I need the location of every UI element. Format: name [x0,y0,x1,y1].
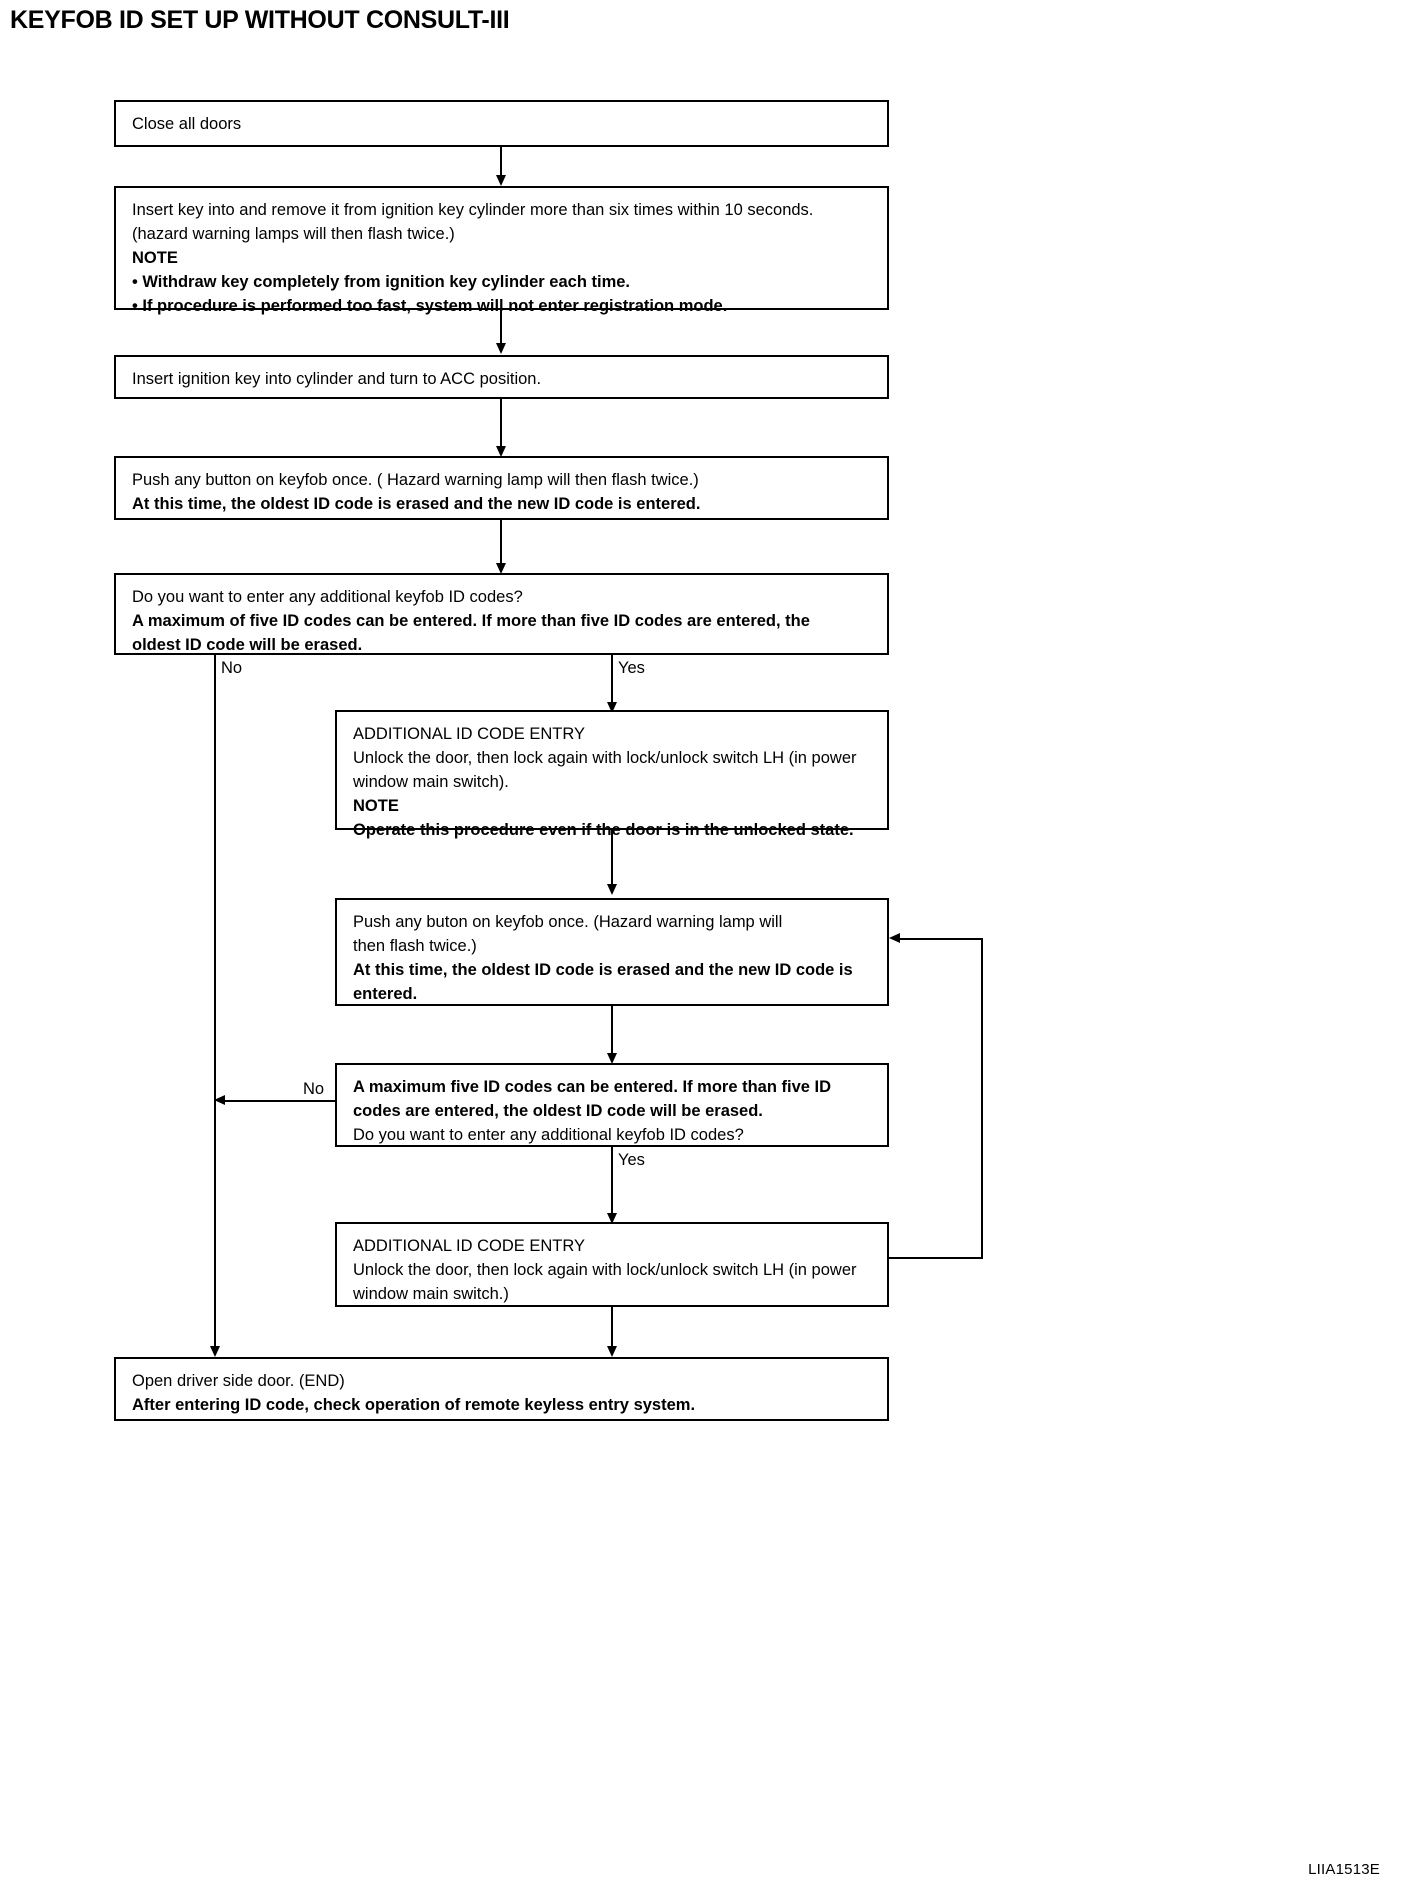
node-line: codes are entered, the oldest ID code wi… [353,1102,763,1120]
node-line-bullet: • If procedure is performed too fast, sy… [132,297,728,315]
node-decision-first: Do you want to enter any additional keyf… [114,573,889,655]
node-line: Insert ignition key into cylinder and tu… [132,370,542,388]
branch-yes-arrow-icon-second [607,1213,617,1224]
node-line: Push any button on keyfob once. ( Hazard… [132,471,699,489]
node-line: Do you want to enter any additional keyf… [132,588,523,606]
node-push-button-second: Push any buton on keyfob once. (Hazard w… [335,898,889,1006]
loopback-line-top [895,938,983,940]
connector-line [500,310,502,348]
branch-no-line [214,655,216,1351]
node-line: (hazard warning lamps will then flash tw… [132,225,455,243]
branch-yes-arrow-icon [607,702,617,713]
branch-yes-line-second [611,1147,613,1220]
node-line: window main switch.) [353,1285,509,1303]
node-line-heading: ADDITIONAL ID CODE ENTRY [353,1237,585,1255]
branch-label-no-first: No [221,659,243,677]
node-line: Push any buton on keyfob once. (Hazard w… [353,913,783,931]
node-line: After entering ID code, check operation … [132,1396,696,1414]
loopback-line-bottom [889,1257,983,1259]
connector-arrow-icon [496,175,506,186]
node-line: window main switch). [353,773,509,791]
node-additional-entry-first: ADDITIONAL ID CODE ENTRY Unlock the door… [335,710,889,839]
branch-label-yes-first: Yes [618,659,645,677]
node-line: A maximum five ID codes can be entered. … [353,1078,832,1096]
node-insert-remove-key: Insert key into and remove it from ignit… [114,186,889,315]
connector-line [611,1006,613,1062]
node-push-button-first: Push any button on keyfob once. ( Hazard… [114,456,889,520]
connector-line [500,147,502,181]
connector-arrow-icon [496,446,506,457]
node-line: At this time, the oldest ID code is eras… [132,495,701,513]
node-line: Insert key into and remove it from ignit… [132,201,814,219]
connector-arrow-icon [496,343,506,354]
node-line-heading: ADDITIONAL ID CODE ENTRY [353,725,585,743]
node-line: Operate this procedure even if the door … [353,821,854,839]
node-line: oldest ID code will be erased. [132,636,363,654]
connector-line [611,1307,613,1351]
node-turn-acc: Insert ignition key into cylinder and tu… [114,355,889,399]
node-line-note-heading: NOTE [132,249,178,267]
node-line: Unlock the door, then lock again with lo… [353,749,857,767]
node-line-bullet: • Withdraw key completely from ignition … [132,273,631,291]
node-line-note-heading: NOTE [353,797,399,815]
connector-line [500,399,502,451]
connector-line [611,830,613,892]
node-additional-entry-second: ADDITIONAL ID CODE ENTRY Unlock the door… [335,1222,889,1307]
figure-code-label: LIIA1513E [1308,1861,1380,1878]
node-line: then flash twice.) [353,937,477,955]
branch-no-arrow-icon [210,1346,220,1357]
connector-arrow-icon [496,563,506,574]
loopback-line-vertical [981,938,983,1259]
node-line: Close all doors [132,115,242,133]
branch-no-line-second [220,1100,337,1102]
node-end-box: Open driver side door. (END) After enter… [114,1357,889,1421]
node-decision-second: A maximum five ID codes can be entered. … [335,1063,889,1147]
connector-line [500,520,502,572]
connector-arrow-icon [607,1346,617,1357]
page-title: KEYFOB ID SET UP WITHOUT CONSULT-III [10,6,510,34]
node-line: A maximum of five ID codes can be entere… [132,612,810,630]
connector-arrow-icon [607,884,617,895]
node-line: At this time, the oldest ID code is eras… [353,961,853,979]
branch-no-arrow-icon-second [214,1095,225,1105]
node-line: Do you want to enter any additional keyf… [353,1126,744,1144]
connector-arrow-icon [607,1053,617,1064]
branch-label-no-second: No [303,1080,325,1098]
node-close-doors: Close all doors [114,100,889,147]
branch-yes-line [611,655,613,710]
branch-label-yes-second: Yes [618,1151,645,1169]
node-line: entered. [353,985,418,1003]
node-line: Open driver side door. (END) [132,1372,345,1390]
node-line: Unlock the door, then lock again with lo… [353,1261,857,1279]
loopback-arrow-icon [889,933,900,943]
